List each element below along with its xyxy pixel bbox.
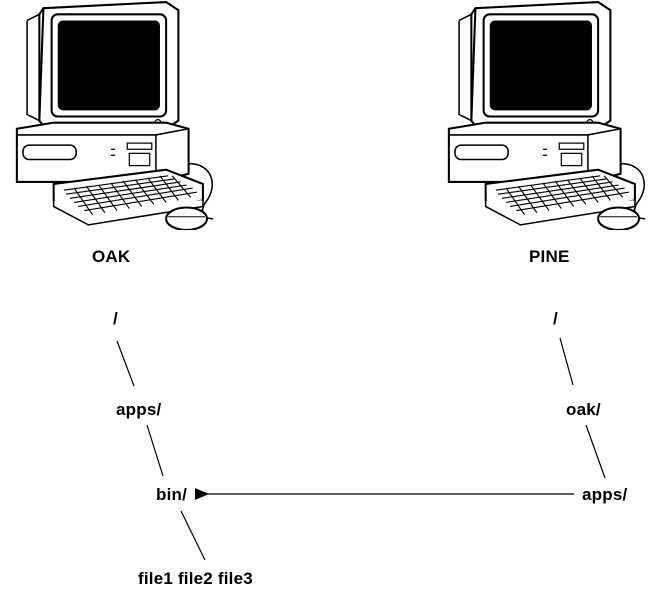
pine-edge-oak-apps — [585, 424, 606, 479]
oak-root-dir: / — [113, 309, 118, 328]
pine-root-dir: / — [553, 309, 558, 328]
oak-hostname: OAK — [92, 247, 131, 266]
oak-edge-bin-files — [180, 510, 206, 561]
pine-edge-root-oak — [559, 337, 574, 386]
oak-edge-apps-bin — [146, 424, 164, 477]
pine-apps-dir: apps/ — [582, 485, 628, 504]
oak-bin-dir: bin/ — [156, 485, 188, 504]
pine-hostname: PINE — [529, 247, 570, 266]
oak-apps-dir: apps/ — [116, 400, 162, 419]
pine-oak-dir: oak/ — [566, 400, 601, 419]
oak-file-list: file1 file2 file3 — [138, 569, 253, 588]
oak-edge-root-apps — [116, 340, 135, 387]
